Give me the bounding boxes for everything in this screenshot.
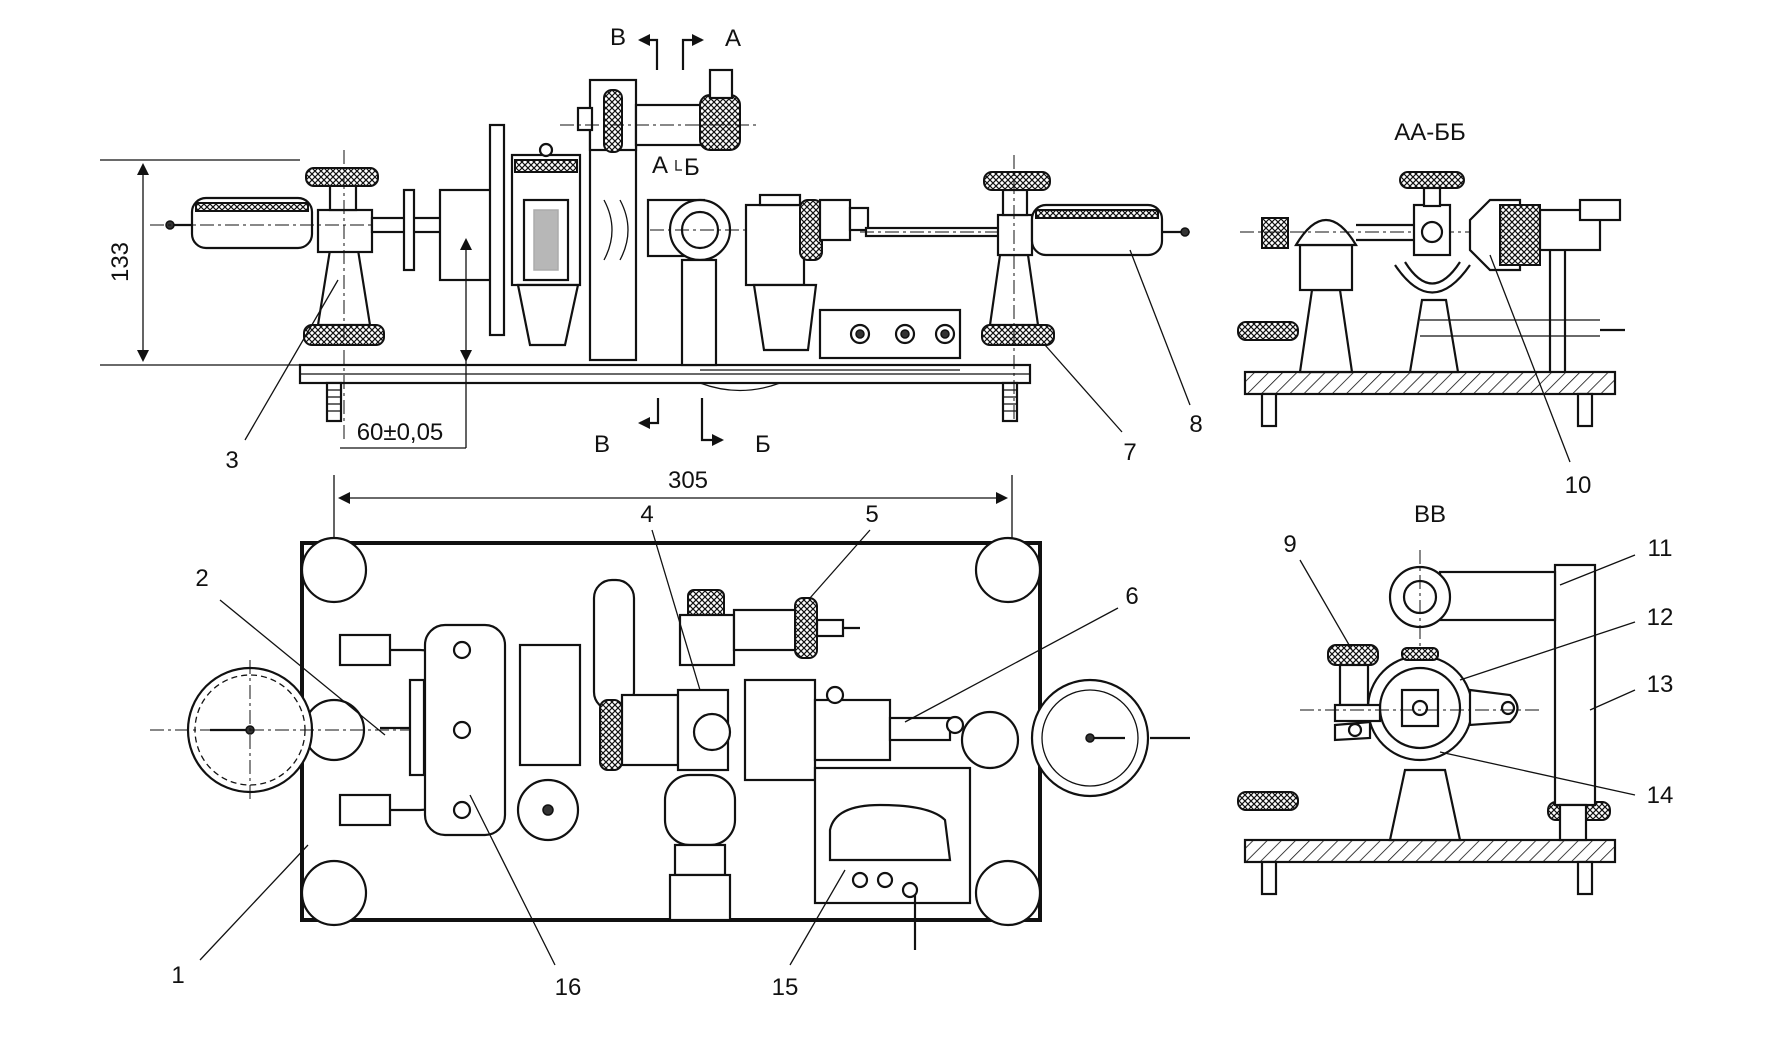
dimension-305: 305 <box>668 467 708 494</box>
scale-disc <box>488 123 506 337</box>
spring-housing <box>510 142 582 347</box>
foot-br <box>974 859 1042 927</box>
junction-box-plan <box>813 766 972 950</box>
callout-3: 3 <box>225 447 238 474</box>
callout-8: 8 <box>1189 411 1202 438</box>
callout-4: 4 <box>640 501 653 528</box>
dimension-133: 133 <box>107 242 134 282</box>
callout-16: 16 <box>555 974 582 1001</box>
right-gauge-side <box>1030 203 1190 257</box>
section-mark-v-top: В <box>610 24 626 51</box>
callout-10: 10 <box>1565 472 1592 499</box>
section-mark-v-bottom: В <box>594 431 610 458</box>
callout-15: 15 <box>772 974 799 1001</box>
column-right-plan <box>960 710 1020 770</box>
callout-7: 7 <box>1123 439 1136 466</box>
foot-bl <box>300 859 368 927</box>
callout-2: 2 <box>195 565 208 592</box>
left-dial <box>150 660 420 800</box>
callout-9: 9 <box>1283 531 1296 558</box>
section-vv: ВВ <box>1237 501 1617 896</box>
right-column <box>981 155 1055 420</box>
section-marks: В А В Б А Б <box>594 24 771 458</box>
callout-11: 11 <box>1648 535 1673 562</box>
view-title-aa-bb: АА-ББ <box>1394 119 1466 146</box>
left-column <box>303 150 385 440</box>
junction-box <box>818 308 962 360</box>
callout-14: 14 <box>1647 782 1674 809</box>
upright-bar <box>1553 563 1597 807</box>
callouts: 1 2 3 4 5 6 7 8 9 10 11 12 13 <box>171 249 1674 1001</box>
left-gauge-side <box>150 196 420 250</box>
top-knob <box>305 167 379 187</box>
callout-6: 6 <box>1125 583 1138 610</box>
plan-view: 305 <box>150 467 1190 950</box>
right-dial <box>1030 678 1190 798</box>
callout-12: 12 <box>1647 604 1674 631</box>
vv-base <box>1243 838 1617 864</box>
section-mark-b-bottom: Б <box>755 431 771 458</box>
center-column <box>588 128 638 362</box>
callout-1: 1 <box>171 962 184 989</box>
section-mark-b-mid: Б <box>684 154 700 181</box>
section-mark-a-mid: А <box>652 152 668 179</box>
top-assembly <box>560 68 760 153</box>
section-aa-bb: АА-ББ <box>1237 119 1625 428</box>
aa-base <box>1243 370 1617 396</box>
front-view: 133 60±0,05 В А В Б А Б <box>100 24 1190 458</box>
callout-13: 13 <box>1647 671 1674 698</box>
foot-tl <box>300 536 368 604</box>
dimension-60: 60±0,05 <box>357 419 444 446</box>
section-mark-a-top: А <box>725 25 741 52</box>
callout-5: 5 <box>865 501 878 528</box>
foot-tr <box>974 536 1042 604</box>
view-title-vv: ВВ <box>1414 501 1446 528</box>
